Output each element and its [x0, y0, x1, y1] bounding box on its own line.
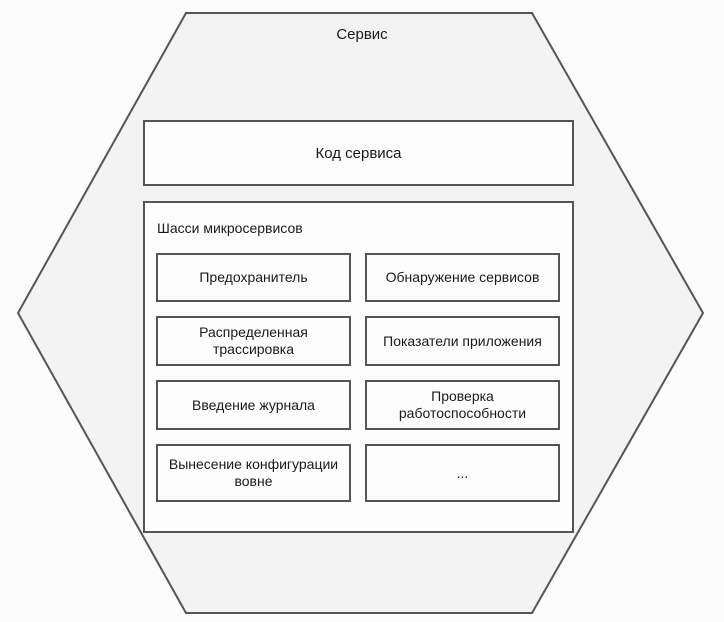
component-logging: Введение журнала [156, 380, 351, 430]
component-more: ... [365, 444, 560, 502]
component-distributed-tracing: Распределенная трассировка [156, 316, 351, 366]
component-service-discovery: Обнаружение сервисов [365, 253, 560, 302]
service-code-box: Код сервиса [143, 120, 574, 186]
component-health-check: Проверка работоспособности [365, 380, 560, 430]
component-externalized-config: Вынесение конфигурации вовне [156, 444, 351, 502]
component-app-metrics: Показатели приложения [365, 316, 560, 366]
service-title: Сервис [336, 26, 388, 43]
chassis-title: Шасси микросервисов [157, 220, 303, 236]
service-code-label: Код сервиса [315, 144, 402, 162]
component-circuit-breaker: Предохранитель [156, 253, 351, 302]
